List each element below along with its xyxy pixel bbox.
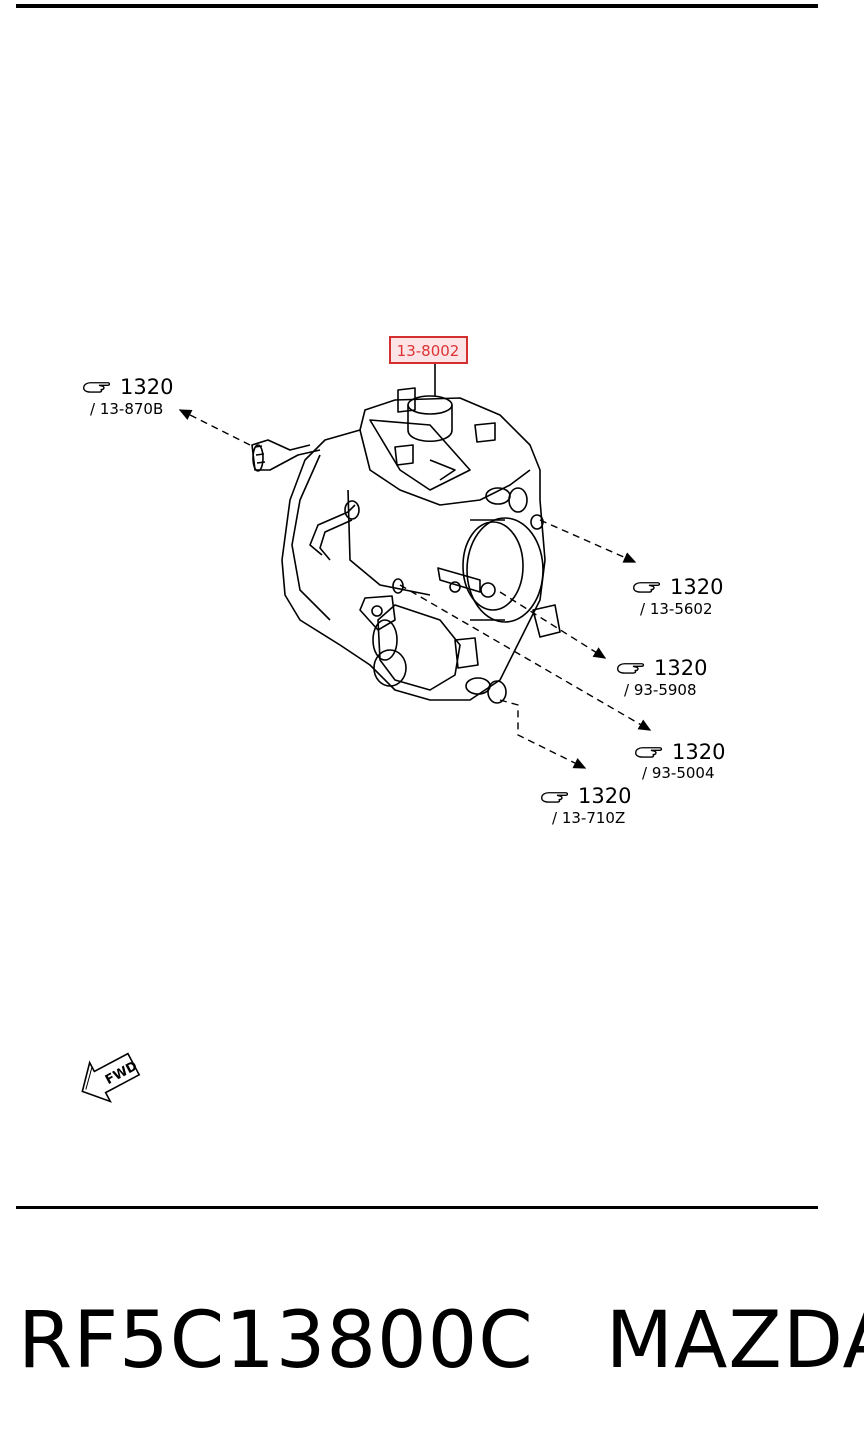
brand-name: MAZDA bbox=[605, 1296, 864, 1386]
callout-ref: / 13-710Z bbox=[552, 809, 625, 827]
fwd-arrow-icon: FWD bbox=[81, 1052, 141, 1103]
callout-ref: / 93-5004 bbox=[642, 764, 715, 782]
leader-arrows bbox=[178, 409, 652, 769]
top-rule bbox=[16, 4, 818, 8]
callout-93-5908[interactable]: 1320 / 93-5908 bbox=[617, 656, 708, 699]
callout-13-870B[interactable]: 1320 / 13-870B bbox=[82, 375, 174, 418]
callout-13-710Z[interactable]: 1320 / 13-710Z bbox=[541, 784, 632, 827]
pointing-hand-icon bbox=[617, 663, 645, 674]
part-number: RF5C13800C bbox=[18, 1296, 534, 1386]
callout-number: 1320 bbox=[654, 656, 707, 680]
highlight-box[interactable]: 13-8002 bbox=[389, 336, 468, 364]
callout-number: 1320 bbox=[670, 575, 723, 599]
callout-ref: / 13-5602 bbox=[640, 600, 713, 618]
callout-ref: / 93-5908 bbox=[624, 681, 697, 699]
footer-caption: RF5C13800C MAZDA bbox=[18, 1296, 864, 1386]
bottom-rule bbox=[16, 1206, 818, 1209]
pointing-hand-icon bbox=[82, 382, 111, 393]
fuel-pump-diagram: 13-8002 bbox=[81, 336, 726, 1103]
callout-number: 1320 bbox=[120, 375, 173, 399]
highlight-label: 13-8002 bbox=[397, 342, 460, 360]
pointing-hand-icon bbox=[635, 747, 663, 758]
pointing-hand-icon bbox=[633, 582, 661, 593]
callout-ref: / 13-870B bbox=[90, 400, 163, 418]
callout-number: 1320 bbox=[578, 784, 631, 808]
callout-number: 1320 bbox=[672, 740, 725, 764]
pump-body bbox=[251, 387, 561, 704]
callout-13-5602[interactable]: 1320 / 13-5602 bbox=[633, 575, 724, 618]
callout-93-5004[interactable]: 1320 / 93-5004 bbox=[635, 740, 726, 782]
pointing-hand-icon bbox=[541, 792, 569, 803]
